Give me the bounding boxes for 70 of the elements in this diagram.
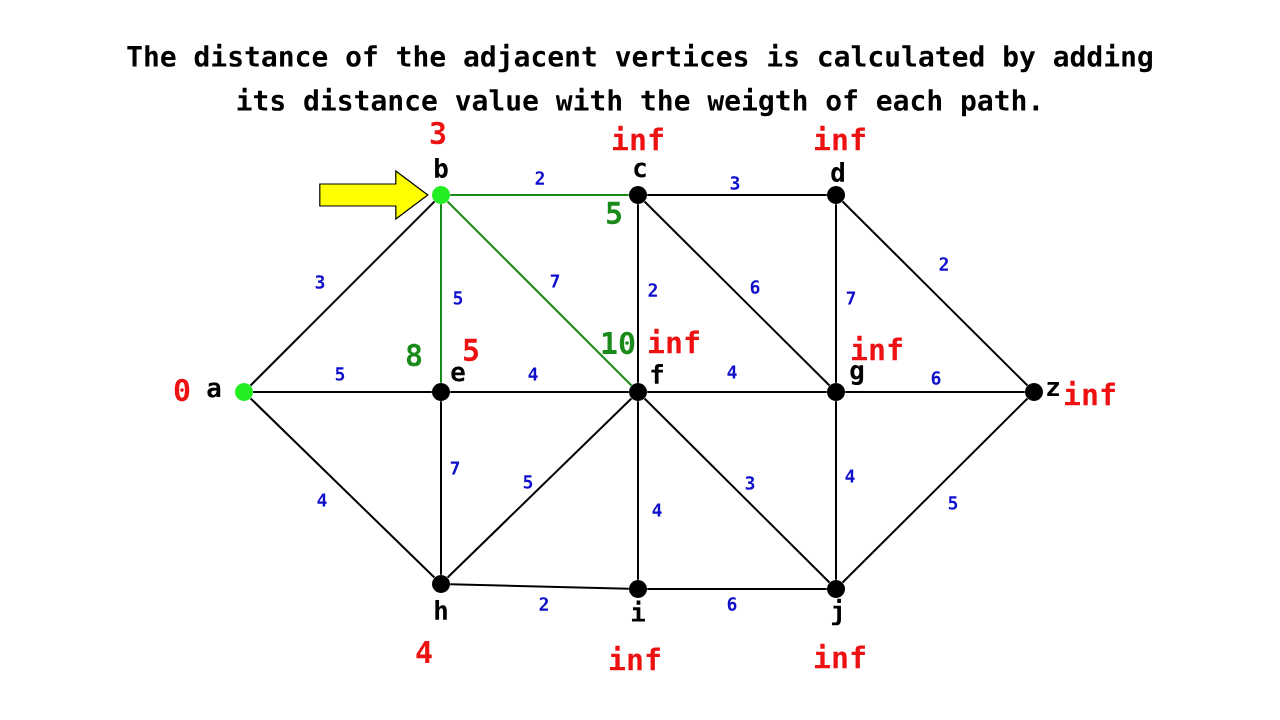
edge xyxy=(249,397,436,579)
edge-label: 3 xyxy=(728,175,742,191)
edge-label: 7 xyxy=(448,460,462,476)
edge xyxy=(446,200,633,387)
edge-label: 2 xyxy=(533,170,547,186)
vertex-letter: g xyxy=(850,365,864,385)
edge-label: 6 xyxy=(929,370,943,386)
edge-label: 4 xyxy=(725,364,739,380)
edge-label: 5 xyxy=(451,290,465,306)
edge xyxy=(646,391,828,393)
distance-value: inf xyxy=(610,645,660,671)
edge xyxy=(646,194,828,196)
tentative-distance: 5 xyxy=(607,201,621,225)
edge xyxy=(844,391,1026,393)
edge xyxy=(637,203,639,384)
edge-label: 7 xyxy=(548,273,562,289)
distance-value: 3 xyxy=(430,121,446,145)
edge xyxy=(252,391,433,393)
edge-label: 2 xyxy=(537,596,551,612)
edge xyxy=(835,203,837,384)
distance-value: 0 xyxy=(174,378,190,402)
edge xyxy=(446,397,633,579)
vertex-letter: e xyxy=(451,366,465,382)
distance-value: inf xyxy=(613,125,663,151)
edge-label: 2 xyxy=(937,256,951,272)
edge-label: 5 xyxy=(946,495,960,511)
edge xyxy=(449,391,630,393)
edge xyxy=(449,194,630,196)
edge-label: 4 xyxy=(526,366,540,382)
distance-value: inf xyxy=(815,643,865,669)
edge xyxy=(440,400,442,576)
edge xyxy=(449,583,630,590)
vertex-letter: i xyxy=(632,600,645,622)
vertex-letter: f xyxy=(651,364,663,384)
edge-label: 2 xyxy=(646,282,660,298)
vertex-letter: c xyxy=(634,162,646,178)
edge-label: 4 xyxy=(315,492,329,508)
distance-value: inf xyxy=(852,335,902,361)
distance-value: inf xyxy=(649,328,699,354)
edge xyxy=(643,200,831,387)
tentative-distance: 10 xyxy=(602,331,635,355)
vertex-letter: z xyxy=(1047,381,1059,397)
vertex-letter: b xyxy=(435,157,448,179)
edge xyxy=(249,200,436,387)
edge xyxy=(643,397,831,584)
edge xyxy=(637,400,639,581)
edge xyxy=(835,400,837,581)
vertex-letter: j xyxy=(832,598,841,626)
edge xyxy=(440,203,442,384)
distance-value: inf xyxy=(1065,380,1115,406)
edge-label: 5 xyxy=(333,366,347,382)
edge-label: 6 xyxy=(748,279,762,295)
edge-label: 5 xyxy=(521,474,535,490)
edge xyxy=(646,588,828,590)
title: The distance of the adjacent vertices is calculated by adding its distance value with the weigth of each path. xyxy=(127,43,1152,117)
edge-label: 3 xyxy=(313,274,327,290)
vertex-letter: a xyxy=(207,382,221,398)
distance-value: 4 xyxy=(416,641,432,663)
vertex-letter: h xyxy=(435,600,447,620)
tentative-distance: 8 xyxy=(406,343,422,367)
vertex-letter: d xyxy=(831,161,844,183)
edge xyxy=(841,200,1029,387)
edge-label: 7 xyxy=(844,290,858,306)
edge xyxy=(841,397,1029,584)
edge-label: 3 xyxy=(743,475,757,491)
edge-label: 6 xyxy=(725,596,739,612)
edge-label: 4 xyxy=(650,502,664,518)
edge-label: 4 xyxy=(843,468,857,484)
distance-value: 5 xyxy=(464,338,478,362)
distance-value: inf xyxy=(815,125,865,151)
